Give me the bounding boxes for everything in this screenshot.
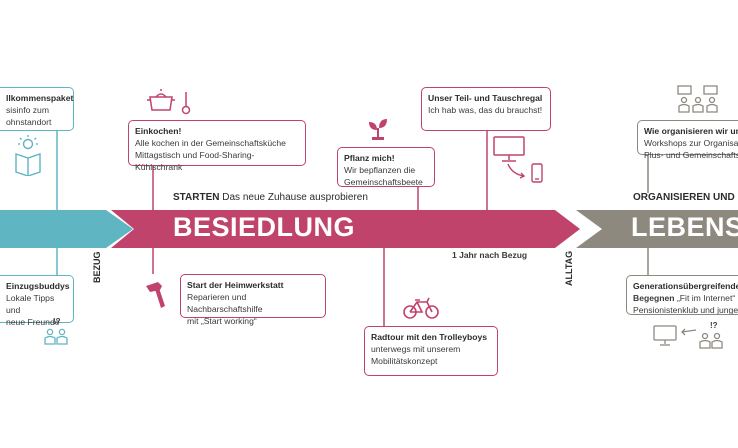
ladle-icon [181,92,191,115]
wieorg-line-2: Plus- und Gemeinschaftsr [644,150,738,160]
lebensu-arrow-banner [576,210,738,248]
radtour-box: Radtour mit den Trolleyboys unterwegs mi… [364,326,498,376]
generationen-line-2: Pensionistenklub und junger [633,305,738,315]
generationen-title2: Begegnen [633,293,675,303]
one-year-label: 1 Jahr nach Bezug [452,250,528,260]
einkochen-box: Einkochen! Alle kochen in der Gemeinscha… [128,120,306,172]
monitor-icon [493,136,525,162]
tauschregal-box: Unser Teil- und Tauschregal Ich hab was,… [421,87,551,131]
willkommen-line-1: sisinfo zum [6,105,49,115]
einzugsbuddys-title: Einzugsbuddys [6,281,70,291]
teal-arrow-banner [0,210,133,248]
starten-label: STARTEN [173,192,220,203]
willkommen-line-2: ohnstandort [6,117,52,127]
starten-caption: STARTEN Das neue Zuhause ausprobieren [173,192,368,203]
generationen-title: Generationsübergreifendes [633,281,738,291]
willkommenspaket-box: llkommenspaket sisinfo zum ohnstandort [0,87,74,131]
hammer-icon [146,282,165,308]
tauschregal-title: Unser Teil- und Tauschregal [428,93,543,103]
einzugsbuddys-line-1: Lokale Tipps und [6,293,55,315]
tauschregal-line-1: Ich hab was, das du brauchst! [428,105,543,115]
generationen-box: Generationsübergreifendes Begegnen „Fit … [626,275,738,315]
starten-text: Das neue Zuhause ausprobieren [222,192,368,203]
einzugsbuddys-box: Einzugsbuddys Lokale Tipps und neue Freu… [0,275,74,327]
lebensu-title: LEBENSU [631,212,738,242]
wieorg-title: Wie organisieren wir uns [644,126,738,136]
radtour-title: Radtour mit den Trolleyboys [371,332,488,342]
pflanz-box: Pflanz mich! Wir bepflanzen die Gemeinsc… [337,147,435,187]
heimwerkstatt-line-1: Reparieren und Nachbarschaftshilfe [187,292,263,314]
people-question-mark: !? [53,317,61,326]
smartphone-icon [507,163,543,183]
willkommen-title: llkommenspaket [6,93,74,103]
alltag-label: ALLTAG [564,250,574,286]
einkochen-line-1: Alle kochen in der Gemeinschaftsküche [135,138,286,148]
radtour-line-1: unterwegs mit unserem [371,344,461,354]
bicycle-icon [403,297,439,319]
generationen-line-1: Begegnen „Fit im Internet“ m [633,292,738,304]
monitor-people-icon: !? [653,321,723,349]
discussion-group-icon [677,85,718,113]
generationen-title2-rest: „Fit im Internet“ m [676,293,738,303]
monitor-people-question-mark: !? [710,321,718,330]
pflanz-title: Pflanz mich! [344,153,395,163]
sprout-icon [369,119,387,140]
einkochen-line-2: Mittagstisch und Food-Sharing-Kühlschran… [135,150,255,172]
radtour-line-2: Mobilitätskonzept [371,356,438,366]
wie-organisieren-box: Wie organisieren wir uns Workshops zur O… [637,120,738,160]
einkochen-title: Einkochen! [135,126,182,136]
cooking-pot-icon [147,89,175,111]
wieorg-line-1: Workshops zur Organisati [644,138,738,148]
heimwerkstatt-line-2: mit „Start working“ [187,316,257,326]
organisieren-caption: ORGANISIEREN UND [633,192,735,203]
pflanz-line-2: Gemeinschaftsbeete [344,177,423,187]
lightbulb-book-icon [15,135,41,176]
einzugsbuddys-line-2: neue Freunde [6,317,60,327]
heimwerkstatt-title: Start der Heimwerkstatt [187,280,284,290]
pflanz-line-1: Wir bepflanzen die [344,165,416,175]
besiedlung-arrow-banner [111,210,580,248]
heimwerkstatt-box: Start der Heimwerkstatt Reparieren und N… [180,274,326,326]
bezug-label: BEZUG [92,251,102,284]
besiedlung-title: BESIEDLUNG [173,212,356,242]
people-icon: !? [44,317,68,345]
